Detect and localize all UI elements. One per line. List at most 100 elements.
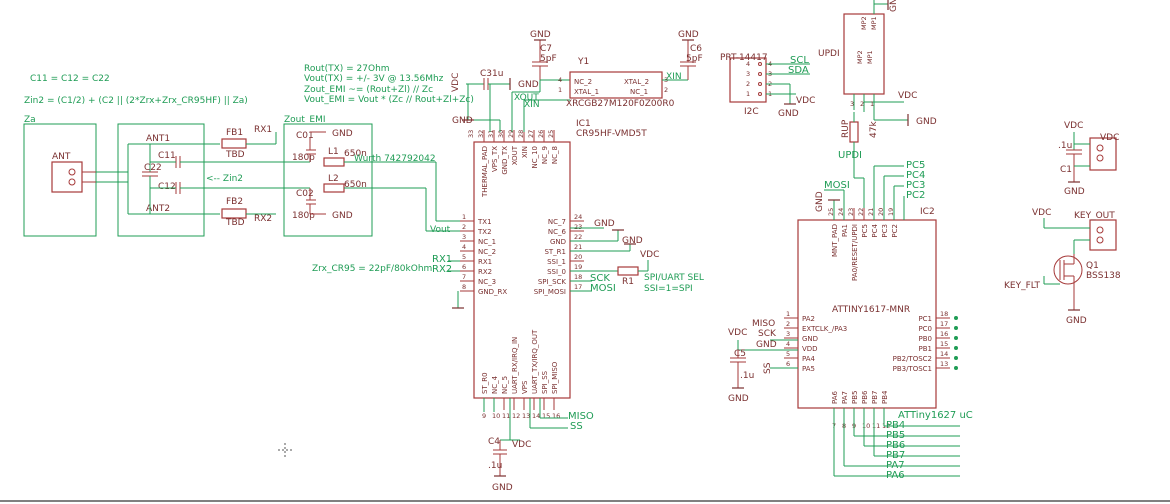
ic2-pin-right-num: 18 [940,310,948,318]
svg-text:VDC: VDC [898,91,917,101]
svg-text:2: 2 [664,86,668,94]
cap-c5[interactable]: C5 .1u GND [728,349,754,404]
ic1-bottom-pins: ST_R09NC_410NC_511UART_RX/IRQ_IN12VPS13U… [481,329,560,420]
ic1-pin-top-num: 32 [477,130,485,138]
svg-text:XTAL_2: XTAL_2 [624,78,649,86]
cap-c1[interactable]: VDC .1u C1 GND [1058,121,1085,197]
crystal-y1[interactable]: Y1 NC_2 XTAL_1 XTAL_2 NC_1 XRCGB27M120F0… [558,57,675,109]
ic2-pin-top-label: PA0/RESET/UPDI [851,224,859,281]
crosshair-cursor-icon [278,443,292,457]
c22-label: C22 [144,163,162,173]
ic1-sck-net: SCK [590,273,610,284]
ferrite-bead-fb2[interactable]: FB2 TBD RX2 [221,197,276,228]
note-ssi: SSI=1=SPI [644,284,693,294]
ic1-pin-top-label: NC_9 [541,146,549,164]
pa6-net: PA6 [886,470,905,481]
svg-text:VDC: VDC [1064,121,1083,131]
ic1-pin-right-num: 21 [574,243,582,251]
svg-text:GND: GND [889,0,899,12]
key-out-connector[interactable]: KEY_OUT [1074,211,1117,251]
ferrite-bead-fb1[interactable]: FB1 TBD RX1 [221,125,277,160]
ic2-pin-top-label: PC4 [871,223,879,237]
svg-text:GND: GND [530,30,551,40]
ic1-pin-left-label: TX2 [477,228,492,236]
ic1-rx2-net: RX2 [432,264,452,275]
updi-label: UPDI [818,49,840,59]
svg-text:XIN: XIN [666,72,682,82]
svg-text:GND: GND [518,80,539,90]
rx2-net-label: RX2 [254,214,272,224]
c11-label: C11 [158,151,176,161]
ic2-pin-bottom-label: PB7 [871,391,879,404]
svg-text:GND: GND [916,117,937,127]
svg-text:1: 1 [870,100,874,108]
ic1-pin-bottom-label: NC_4 [491,375,499,394]
ic2-pin-top-num: 24 [837,208,845,216]
svg-text:XTAL_1: XTAL_1 [574,88,599,96]
mosfet-q1[interactable]: Q1 BSS138 [1053,254,1121,310]
l2-value: 650n [344,180,367,190]
ic1-pin-left-label: TX1 [477,218,492,226]
svg-text:TBD: TBD [225,218,245,228]
c02-label: C02 [296,189,314,199]
ic1-pin-right-label: SSI_1 [547,258,566,266]
ic1-pin-top-num: 31 [487,130,495,138]
ic2-pin-bottom-label: PA6 [831,390,839,404]
cap-c3[interactable]: VDC C3 1u GND [451,69,539,92]
svg-text:MP1: MP1 [870,16,878,30]
cap-c4[interactable]: C4 .1u GND [488,437,513,493]
resistor-rup[interactable]: RUP 47k [841,119,879,143]
svg-text:GND: GND [332,211,353,221]
ant2-label: ANT2 [146,204,170,214]
svg-text:C4: C4 [488,437,500,447]
svg-text:FB1: FB1 [226,128,243,138]
svg-text:RUP: RUP [841,119,851,138]
ic1-pin-bottom-label: SPI_SS [541,370,549,394]
ic2-pin-bottom-num: 10 [862,422,870,430]
ic1-pin-left-num: 4 [462,243,466,251]
note-zin2: Zin2 = (C1/2) + (C2 || (2*Zrx+Zrx_CR95HF… [24,96,248,106]
ic1-pin-right-num: 17 [574,283,582,291]
cap-c6[interactable]: GND C6 5pF [678,30,703,80]
c01-value: 180p [292,153,315,163]
ic1-pin-left-num: 5 [462,253,466,261]
c01-label: C01 [296,131,314,141]
ic2-part: ATTINY1617-MNR [832,305,910,315]
ic1-cr95hf[interactable]: IC1 CR95HF-VMD5T TX11TX22NC_13NC_24RX15R… [460,119,647,420]
ic2-pin-left-label: PA2 [802,315,815,323]
crystal-part: XRCGB27M120F0Z00R0 [566,99,675,109]
ic2-pin-bottom-label: PA7 [841,391,849,404]
ic1-pin-left-num: 8 [462,283,466,291]
cap-c7[interactable]: GND C7 5pF [530,30,557,80]
ic2-pin-top-label: PA1 [841,224,849,237]
za-label: Za [24,115,36,125]
ic1-pin-left-label: RX2 [478,268,492,276]
svg-text:TBD: TBD [225,150,245,160]
ic1-part: CR95HF-VMD5T [576,129,647,139]
ic2-pin-top-label: PC2 [891,224,899,238]
ic1-pin-bottom-num: 13 [522,412,530,420]
ic1-pin-bottom-label: UART_TX/IRQ_OUT [531,329,539,394]
ic1-pin-top-num: 25 [547,130,555,138]
ic2-attiny[interactable]: IC2 ATTINY1617-MNR PA21EXTCLK_/PA32GND3V… [784,207,950,430]
svg-text:.1u: .1u [740,371,754,381]
note-zrx: Zrx_CR95 = 22pF/80kOhm [312,264,432,274]
ic1-pin-bottom-label: SPI_MISO [551,361,559,394]
vdc-connector[interactable]: VDC [1089,133,1119,171]
vout-net: Vout [430,225,451,235]
i2c-connector[interactable]: PRT-14417 I2C 4 3 2 1 4 3 2 1 [720,53,772,117]
svg-text:1: 1 [746,90,750,98]
pb5-net: PB5 [886,430,905,441]
pa7-net: PA7 [886,460,905,471]
ic1-pin-right-label: GND [550,238,566,246]
ic1-pin-bottom-num: 11 [502,412,510,420]
ic2-pin-right-num: 16 [940,330,948,338]
updi-connector[interactable]: UPDI MP2 MP1 MP2 MP1 [818,13,885,95]
ic2-right-pins: PC118PC017PB016PB115PB2/TOSC214PB3/TOSC1… [893,310,950,373]
ic2-pin-bottom-label: PB4 [881,390,889,404]
svg-text:NC_1: NC_1 [630,88,648,96]
